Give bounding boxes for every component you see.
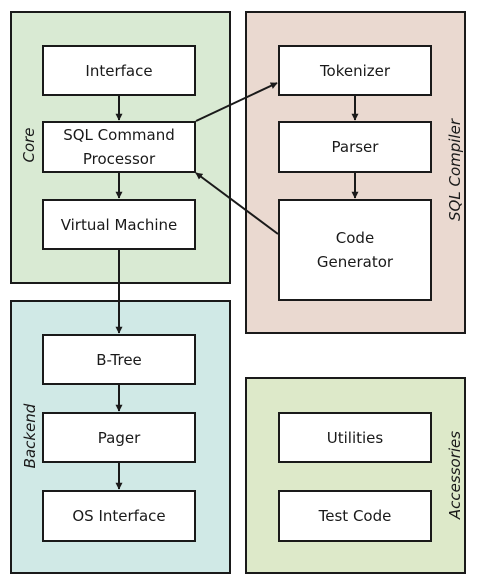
parser-node: Parser [278, 121, 432, 173]
test-code-node: Test Code [278, 490, 432, 542]
accessories-group [245, 377, 466, 574]
tokenizer-node: Tokenizer [278, 45, 432, 96]
os-interface-node: OS Interface [42, 490, 196, 542]
sql-command-processor-node: SQL Command Processor [42, 121, 196, 173]
interface-node: Interface [42, 45, 196, 96]
pager-node: Pager [42, 412, 196, 463]
utilities-node: Utilities [278, 412, 432, 463]
core-group-label: Core [20, 127, 38, 163]
code-generator-node: Code Generator [278, 199, 432, 301]
virtual-machine-node: Virtual Machine [42, 199, 196, 250]
btree-node: B-Tree [42, 334, 196, 385]
sql-compiler-group-label: SQL Compiler [446, 119, 464, 221]
backend-group-label: Backend [21, 403, 39, 469]
accessories-group-label: Accessories [446, 430, 464, 520]
